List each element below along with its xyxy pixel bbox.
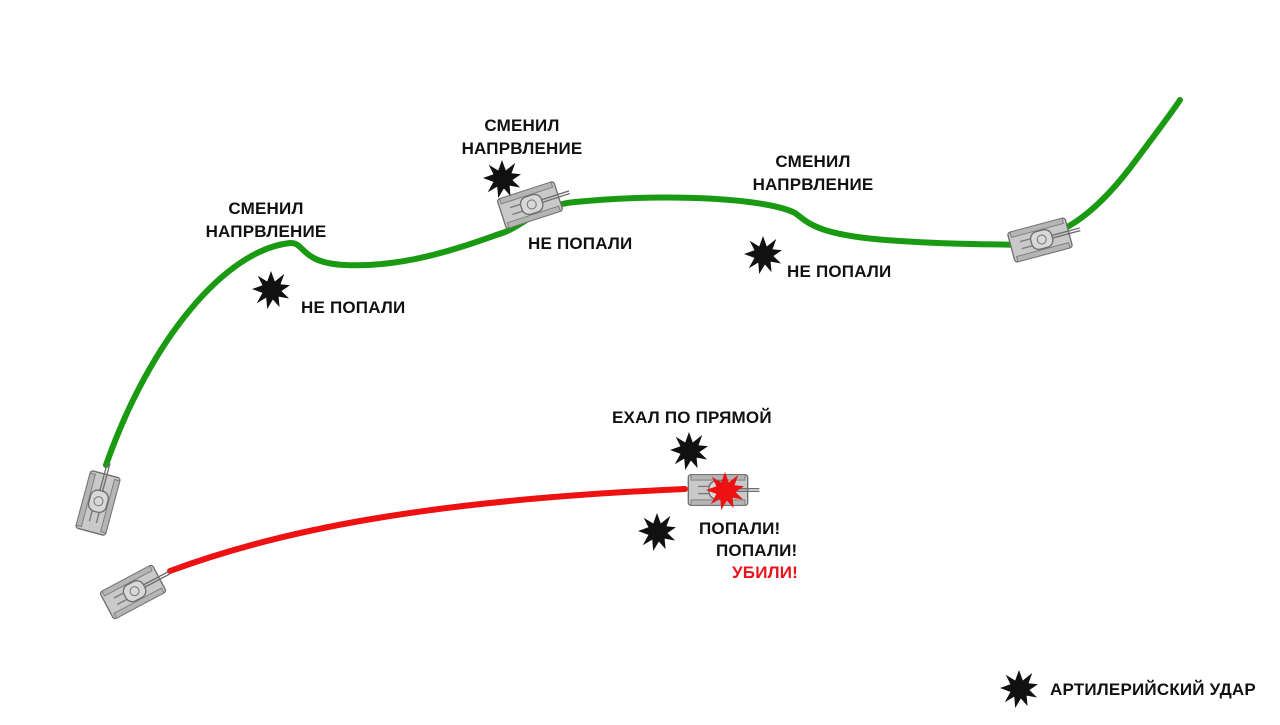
explosion-icon (483, 160, 521, 198)
hit-label-1: ПОПАЛИ! (699, 519, 781, 538)
legend-label: АРТИЛЕРИЙСКИЙ УДАР (1050, 680, 1256, 699)
explosion-icon (252, 271, 290, 309)
changed-direction-label-1: СМЕНИЛ НАПРВЛЕНИЕ (205, 199, 327, 241)
explosion-icon (744, 236, 782, 274)
changed-direction-label-2: СМЕНИЛ НАПРВЛЕНИЕ (461, 116, 583, 158)
drove-straight-label: ЕХАЛ ПО ПРЯМОЙ (612, 408, 772, 427)
tank-icon-start-green (74, 458, 125, 537)
explosion-icon (670, 432, 708, 470)
killed-label: УБИЛИ! (732, 563, 799, 582)
hit-label-2: ПОПАЛИ! (716, 541, 798, 560)
legend-explosion-icon (1000, 670, 1038, 708)
changed-direction-label-3: СМЕНИЛ НАПРВЛЕНИЕ (752, 152, 874, 194)
missed-label-3: НЕ ПОПАЛИ (787, 262, 892, 281)
destroyed-route-path (167, 486, 688, 574)
missed-label-2: НЕ ПОПАЛИ (528, 234, 633, 253)
tank-icon-start-red (98, 558, 178, 621)
missed-label-1: НЕ ПОПАЛИ (301, 298, 406, 317)
explosion-icon (638, 513, 676, 551)
